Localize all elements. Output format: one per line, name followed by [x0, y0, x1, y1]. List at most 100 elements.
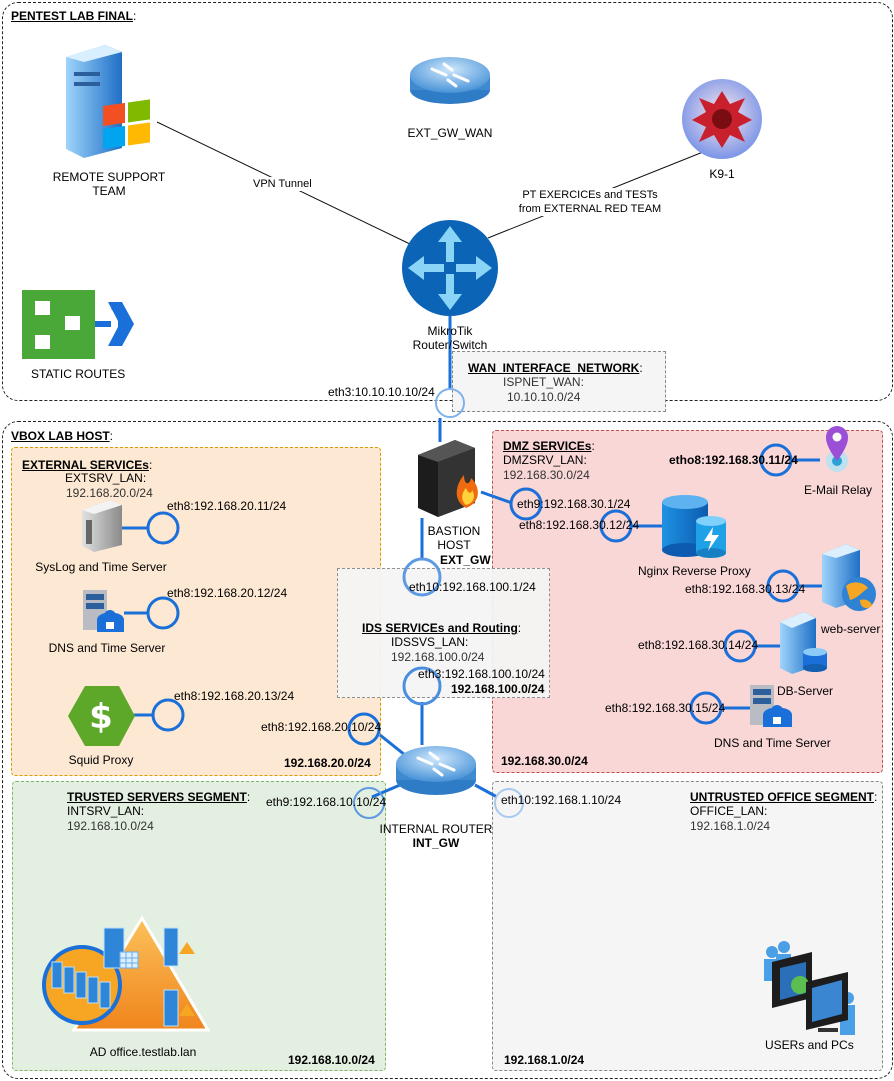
bastion-eth9-circle [509, 487, 543, 521]
mail-eth-circle [759, 443, 793, 477]
wan-subnet: 10.10.10.0/24 [507, 390, 581, 404]
internal-router-icon [396, 746, 476, 795]
router-ext-eth-label: eth8:192.168.20.10/24 [261, 720, 382, 734]
dns-dmz-eth-label: eth8:192.168.30.15/24 [605, 701, 726, 715]
trusted-lan-name: INTSRV_LAN: [67, 804, 145, 818]
db-eth-circle [723, 629, 757, 663]
static-routes-label: STATIC ROUTES [31, 367, 126, 381]
bastion-eth10-label: eth10:192.168.100.1/24 [409, 580, 536, 594]
router-trusted-eth-label: eth9:192.168.10.10/24 [266, 795, 387, 809]
svg-text:$: $ [89, 697, 113, 737]
external-subnet: 192.168.20.0/24 [66, 486, 153, 500]
web-server-icon [822, 544, 876, 611]
router-trusted-link [371, 783, 401, 799]
db-eth-label: eth8:192.168.30.14/24 [638, 638, 759, 652]
bastion-label: BASTION HOST [427, 524, 481, 552]
static-routes-icon [22, 290, 134, 359]
syslog-eth-circle [146, 511, 180, 545]
k9-label: K9-1 [709, 167, 735, 181]
office-lan-name: OFFICE_LAN: [690, 804, 768, 818]
external-lan-name: EXTSRV_LAN: [65, 471, 147, 485]
external-footer: 192.168.20.0/24 [284, 756, 371, 770]
nginx-eth-label: eth8:192.168.30.12/24 [519, 518, 640, 532]
ids-lan-name: IDSSVS_LAN: [391, 635, 469, 649]
mail-relay-label: E-Mail Relay [804, 483, 873, 497]
eth3-wan-label: eth3:10.10.10.10/24 [328, 385, 435, 399]
bastion-eth10-circle [402, 557, 442, 597]
ad-domain-label: AD office.testlab.lan [89, 1045, 197, 1059]
db-server-icon [780, 612, 827, 674]
users-pcs-icon [764, 941, 855, 1035]
remote-support-label: REMOTE SUPPORT TEAM [52, 170, 166, 198]
dns-ext-eth-label: eth8:192.168.20.12/24 [167, 586, 288, 600]
router-office-eth-label: eth10:192.168.1.10/24 [501, 793, 622, 807]
trusted-title: TRUSTED SERVERS SEGMENT: [67, 790, 251, 804]
ids-footer: 192.168.100.0/24 [451, 682, 545, 696]
dmz-footer: 192.168.30.0/24 [501, 754, 588, 768]
map-pin-icon [826, 426, 848, 472]
windows-server-icon [66, 45, 150, 158]
bastion-dmz-link [480, 490, 513, 505]
web-server-label: web-server [821, 622, 881, 636]
dns-server-icon [83, 590, 124, 632]
router-ext-link [379, 733, 406, 757]
ext-gw-wan-label: EXT_GW_WAN [407, 126, 493, 140]
trusted-subnet: 192.168.10.0/24 [67, 819, 154, 833]
eth3-wan-circle [435, 388, 465, 418]
ids-services-box [337, 568, 550, 698]
wan-lan-name: ISPNET_WAN: [503, 375, 584, 389]
internal-router-gw: INT_GW [412, 836, 460, 850]
mail-eth-label: etho8:192.168.30.11/24 [669, 453, 798, 467]
wan-network-box [452, 351, 666, 412]
dns-dmz-label: DNS and Time Server [714, 736, 831, 750]
trusted-footer: 192.168.10.0/24 [288, 1053, 375, 1067]
syslog-eth-label: eth8:192.168.20.11/24 [167, 499, 287, 513]
router-office-link [474, 783, 498, 799]
router-trusted-eth-circle [353, 787, 385, 819]
users-pcs-label: USERs and PCs [765, 1038, 854, 1052]
vbox-lab-zone [2, 421, 893, 1079]
dmz-lan-name: DMZSRV_LAN: [503, 453, 587, 467]
mikrotik-router-icon [402, 220, 498, 316]
dns-dmz-eth-circle [689, 691, 723, 725]
pt-red-team-label: PT EXERCICEs and TESTs from EXTERNAL RED… [510, 188, 670, 216]
pentest-lab-title: PENTEST LAB FINAL: [11, 9, 137, 23]
squid-eth-label: eth8:192.168.20.13/24 [174, 689, 295, 703]
syslog-label: SysLog and Time Server [35, 560, 167, 574]
squid-label: Squid Proxy [68, 753, 134, 767]
office-subnet: 192.168.1.0/24 [690, 819, 771, 833]
router-office-eth-circle [494, 788, 524, 818]
vpn-tunnel-label: VPN Tunnel [253, 177, 312, 191]
office-footer: 192.168.1.0/24 [504, 1053, 585, 1067]
external-services-title: EXTERNAL SERVICEs: [22, 458, 153, 472]
dmz-services-title: DMZ SERVICEs: [503, 439, 595, 453]
router-ext-eth-circle [347, 712, 381, 746]
mikrotik-label: MikroTik Router/Switch [412, 324, 488, 352]
database-cache-icon [662, 495, 726, 558]
dns-ext-eth-circle [146, 596, 180, 630]
squid-eth-circle [151, 698, 185, 732]
pentest-lab-zone [2, 2, 893, 401]
bastion-firewall-icon [418, 440, 478, 517]
squid-proxy-icon: $ [68, 686, 135, 746]
ids-title: IDS SERVICEs and Routing: [362, 621, 522, 635]
nginx-label: Nginx Reverse Proxy [638, 564, 751, 578]
nginx-eth-circle [599, 509, 633, 543]
bastion-eth9-label: eth9:192.168.30.1/24 [517, 497, 631, 511]
k9-attacker-icon [682, 79, 762, 159]
dmz-subnet: 192.168.30.0/24 [503, 468, 590, 482]
ids-eth3-circle [402, 666, 442, 706]
dns-ext-label: DNS and Time Server [48, 641, 166, 655]
dns-dmz-server-icon [750, 685, 792, 727]
vbox-lab-title: VBOX LAB HOST: [11, 429, 114, 443]
ids-eth3-label: eth3:192.168.100.10/24 [418, 667, 545, 681]
syslog-server-icon [82, 500, 122, 552]
web-eth-label: eth8:192.168.30.13/24 [685, 582, 806, 596]
internal-router-label: INTERNAL ROUTER [379, 822, 493, 836]
ids-subnet: 192.168.100.0/24 [391, 650, 485, 664]
db-server-label: DB-Server [777, 684, 834, 698]
web-eth-circle [766, 569, 800, 603]
active-directory-icon [42, 915, 211, 1032]
wan-router-icon [410, 57, 490, 104]
